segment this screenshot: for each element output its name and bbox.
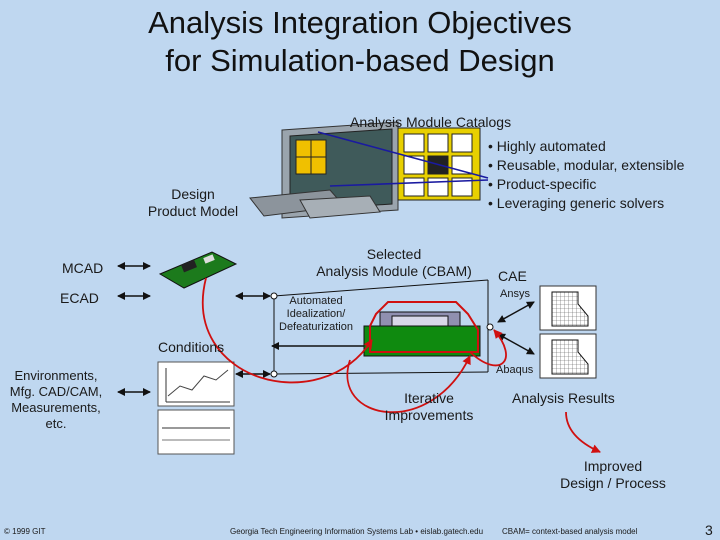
cbam-module bbox=[270, 279, 494, 378]
page-number: 3 bbox=[705, 522, 713, 538]
fea-mesh-icon bbox=[539, 285, 597, 331]
connector-line bbox=[329, 179, 489, 187]
iterative-label: Iterative Improvements bbox=[384, 390, 474, 423]
red-arrow bbox=[346, 355, 471, 414]
connector-line bbox=[317, 131, 489, 179]
footer-center: Georgia Tech Engineering Information Sys… bbox=[230, 527, 484, 536]
title-line-2: for Simulation-based Design bbox=[165, 43, 555, 78]
fea-mesh-icon bbox=[539, 333, 597, 379]
catalogs-label: Analysis Module Catalogs bbox=[350, 114, 512, 130]
analysis-results-label: Analysis Results bbox=[512, 390, 615, 406]
circuit-board-icon bbox=[158, 251, 238, 289]
conditions-label: Conditions bbox=[158, 339, 225, 355]
footer-copyright: © 1999 GIT bbox=[4, 527, 46, 536]
environments-label: Environments, Mfg. CAD/CAM, Measurements… bbox=[9, 368, 103, 431]
bullet-list: • Highly automated • Reusable, modular, … bbox=[488, 137, 684, 213]
mcad-label: MCAD bbox=[62, 260, 104, 276]
bullet-item: • Reusable, modular, extensible bbox=[488, 157, 685, 173]
slide-title: Analysis Integration Objectives for Simu… bbox=[0, 4, 720, 80]
improved-label: Improved Design / Process bbox=[560, 458, 666, 491]
ecad-label: ECAD bbox=[60, 290, 99, 306]
footer-cbam: CBAM= context-based analysis model bbox=[502, 527, 638, 536]
selected-module-label: Selected Analysis Module (CBAM) bbox=[316, 246, 472, 279]
computer-icon bbox=[249, 121, 481, 219]
idealization-label: Automated Idealization/ Defeaturization bbox=[279, 295, 353, 333]
red-arrow bbox=[202, 277, 373, 384]
chart-thumbnail-icon bbox=[157, 361, 235, 455]
design-model-label: Design Product Model bbox=[147, 186, 239, 219]
title-line-1: Analysis Integration Objectives bbox=[148, 5, 572, 40]
bullet-item: • Leveraging generic solvers bbox=[488, 195, 665, 211]
bullet-item: • Highly automated bbox=[488, 138, 606, 154]
abaqus-label: Abaqus bbox=[496, 364, 534, 376]
ansys-label: Ansys bbox=[500, 288, 530, 300]
red-arrow bbox=[565, 411, 601, 453]
red-arrow bbox=[469, 329, 507, 367]
cae-label: CAE bbox=[498, 268, 527, 284]
bullet-item: • Product-specific bbox=[488, 176, 597, 192]
